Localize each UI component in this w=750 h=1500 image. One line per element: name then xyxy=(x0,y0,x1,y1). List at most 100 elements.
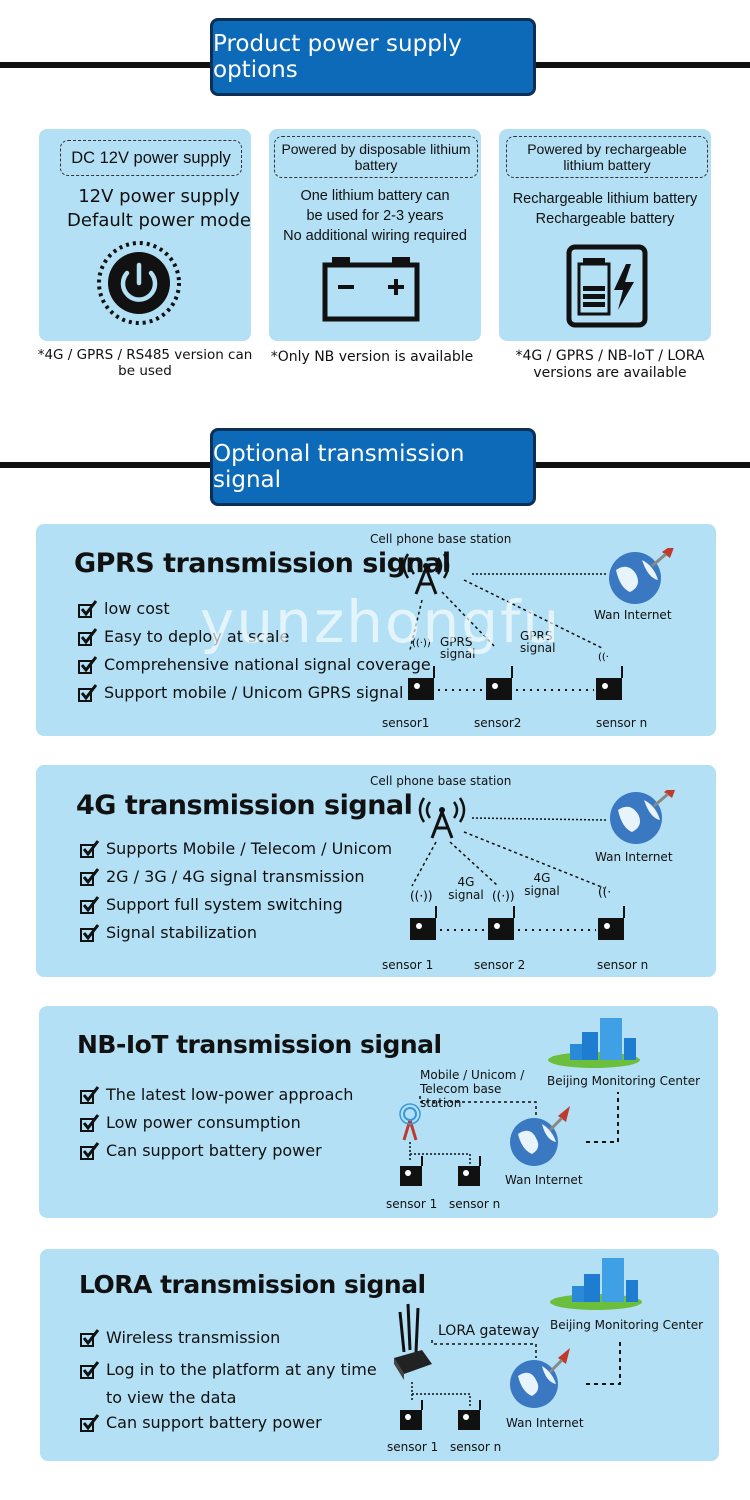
power-option-disposable-line3: No additional wiring required xyxy=(283,228,467,244)
lora-internet-label: Wan Internet xyxy=(506,1416,584,1430)
4g-feature: Support full system switching xyxy=(80,895,343,914)
check-icon xyxy=(78,627,98,646)
power-option-dc12v-note: *4G / GPRS / RS485 version can be used xyxy=(37,347,253,380)
globe-icon xyxy=(510,1360,558,1408)
lora-panel-title: LORA transmission signal xyxy=(79,1270,426,1299)
4g-signal-label-1: 4G signal xyxy=(448,875,484,902)
wifi-icon: ((· xyxy=(598,885,611,899)
rocket-icon xyxy=(548,1106,570,1132)
battery-icon xyxy=(322,257,420,322)
rechargeable-battery-icon xyxy=(566,244,648,328)
check-icon xyxy=(80,867,100,886)
sensor-device xyxy=(488,906,515,940)
lora-feature: Can support battery power xyxy=(80,1413,322,1432)
power-option-dc12v-line1: 12V power supply xyxy=(78,186,240,207)
sensor-device xyxy=(408,666,435,700)
gprs-sensor-label: sensor n xyxy=(596,716,648,730)
monitoring-center-icon xyxy=(550,1258,642,1310)
lora-sensor-label: sensor 1 xyxy=(387,1440,439,1454)
nbiot-feature: The latest low-power approach xyxy=(80,1085,353,1104)
gprs-panel xyxy=(36,524,716,736)
gprs-sensor-label: sensor1 xyxy=(382,716,430,730)
nbiot-internet-label: Wan Internet xyxy=(505,1173,583,1187)
check-icon xyxy=(80,895,100,914)
sensor-device xyxy=(458,1400,481,1430)
lora-sensor-label: sensor n xyxy=(450,1440,502,1454)
4g-sensor-label: sensor 1 xyxy=(382,958,434,972)
4g-feature: Supports Mobile / Telecom / Unicom xyxy=(80,839,392,858)
sensor-device xyxy=(596,666,623,700)
check-icon xyxy=(78,683,98,702)
power-option-rechargeable-note: *4G / GPRS / NB-IoT / LORA versions are … xyxy=(515,348,705,381)
wifi-icon: ((·)) xyxy=(492,889,515,903)
nbiot-feature: Low power consumption xyxy=(80,1113,301,1132)
power-option-disposable-line1: One lithium battery can xyxy=(300,188,450,204)
sensor-device xyxy=(400,1400,423,1430)
rocket-icon xyxy=(653,790,675,808)
power-option-disposable-line2: be used for 2-3 years xyxy=(306,208,444,224)
cell-tower-icon xyxy=(402,553,450,595)
globe-icon xyxy=(510,1118,558,1166)
check-icon xyxy=(80,923,100,942)
check-icon xyxy=(78,599,98,618)
power-options-header: Product power supply options xyxy=(210,18,536,96)
power-button-icon xyxy=(97,241,181,325)
nbiot-panel-title: NB-IoT transmission signal xyxy=(77,1030,442,1059)
4g-panel-title: 4G transmission signal xyxy=(76,790,413,821)
nbiot-station-label: Mobile / Unicom / Telecom base station xyxy=(420,1068,525,1110)
check-icon xyxy=(80,839,100,858)
power-option-disposable-note: *Only NB version is available xyxy=(270,349,474,365)
nbiot-sensor-label: sensor n xyxy=(449,1197,501,1211)
power-option-rechargeable-line2: Rechargeable battery xyxy=(535,211,675,227)
lora-gateway-label: LORA gateway xyxy=(438,1323,540,1339)
power-option-disposable-title: Powered by disposable lithium battery xyxy=(274,136,478,178)
gprs-feature: low cost xyxy=(78,599,170,618)
sensor-device xyxy=(598,906,625,940)
check-icon xyxy=(80,1113,100,1132)
gprs-sensor-label: sensor2 xyxy=(474,716,522,730)
gprs-network-diagram: ((·)) ((· xyxy=(402,548,674,700)
base-station-icon xyxy=(399,1103,421,1141)
gateway-router-icon xyxy=(394,1303,432,1380)
nbiot-sensor-label: sensor 1 xyxy=(386,1197,438,1211)
power-option-rechargeable-title: Powered by rechargeable lithium battery xyxy=(506,136,708,178)
check-icon xyxy=(80,1413,100,1432)
lora-center-label: Beijing Monitoring Center xyxy=(550,1318,704,1332)
signal-options-title: Optional transmission signal xyxy=(213,441,465,493)
check-icon xyxy=(80,1085,100,1104)
cell-tower-icon xyxy=(418,797,466,839)
gprs-feature: Easy to deploy at scale xyxy=(78,627,289,646)
gprs-station-label: Cell phone base station xyxy=(370,532,512,546)
4g-internet-label: Wan Internet xyxy=(595,850,673,864)
4g-station-label: Cell phone base station xyxy=(370,774,512,788)
check-icon xyxy=(80,1328,100,1347)
power-option-dc12v-line2: Default power mode xyxy=(67,210,251,231)
sensor-device xyxy=(400,1156,423,1186)
watermark: yunzhongfu xyxy=(200,588,562,656)
power-option-dc12v-title: DC 12V power supply xyxy=(60,140,242,176)
power-option-rechargeable-line1: Rechargeable lithium battery xyxy=(512,191,698,207)
monitoring-center-icon xyxy=(548,1018,640,1068)
gprs-signal-label-1: GPRS signal xyxy=(440,635,476,661)
lora-network-diagram xyxy=(394,1258,642,1430)
check-icon xyxy=(78,655,98,674)
nbiot-center-label: Beijing Monitoring Center xyxy=(547,1074,701,1088)
sensor-device xyxy=(410,906,437,940)
check-icon xyxy=(80,1141,100,1160)
sensor-device xyxy=(486,666,513,700)
check-icon xyxy=(80,1361,100,1379)
wifi-icon: ((·)) xyxy=(412,638,431,649)
wifi-icon: ((·)) xyxy=(410,889,433,903)
power-option-disposable xyxy=(269,129,481,341)
gprs-panel-title: GPRS transmission signal xyxy=(74,548,451,579)
signal-options-header: Optional transmission signal xyxy=(210,428,536,506)
power-options-title: Product power supply options xyxy=(213,31,462,83)
4g-sensor-label: sensor n xyxy=(597,958,649,972)
4g-network-diagram: ((·)) ((·)) ((· xyxy=(410,790,675,940)
gprs-signal-label-2: GPRS signal xyxy=(520,629,556,655)
4g-signal-label-2: 4G signal xyxy=(524,871,560,898)
4g-panel xyxy=(36,765,716,977)
nbiot-feature: Can support battery power xyxy=(80,1141,322,1160)
4g-sensor-label: sensor 2 xyxy=(474,958,526,972)
wifi-icon: ((· xyxy=(598,652,609,663)
